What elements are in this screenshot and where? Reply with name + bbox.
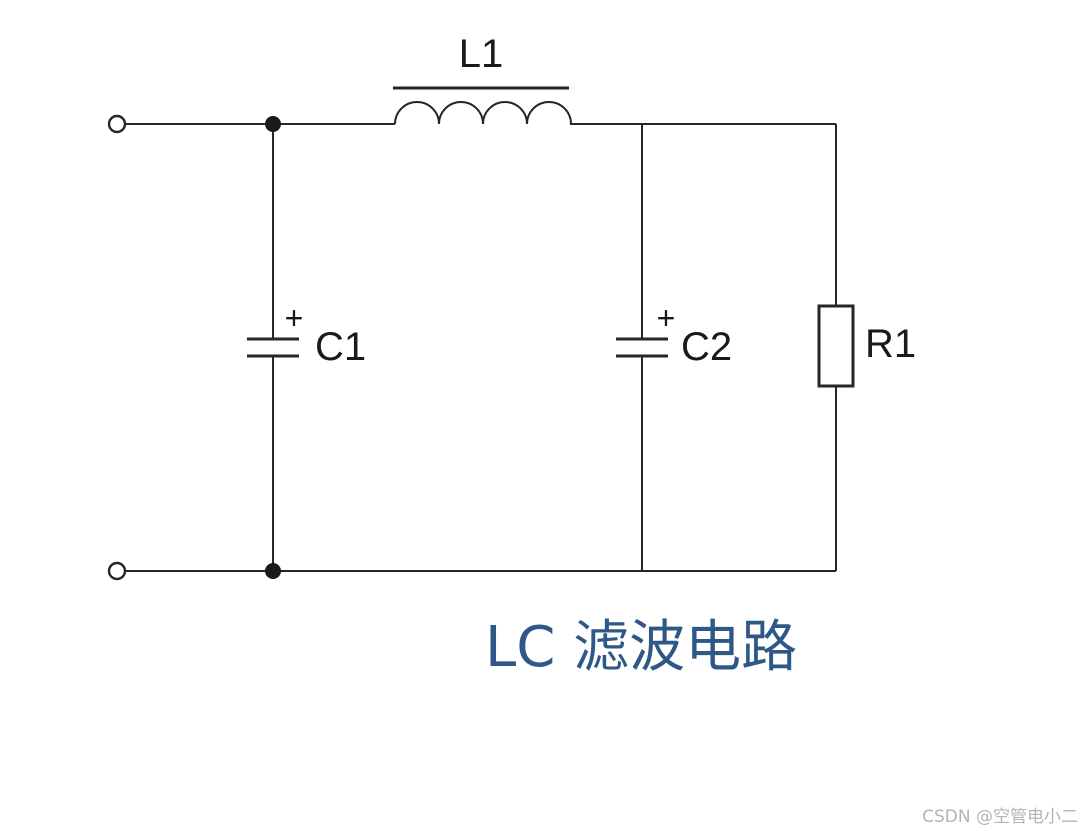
capacitor-c2: + C2 (616, 124, 732, 571)
input-terminal-bottom (107, 561, 127, 581)
input-terminal-top (107, 114, 127, 134)
c2-label: C2 (681, 325, 732, 369)
c1-polarity-mark: + (285, 300, 304, 336)
c2-polarity-mark: + (657, 300, 676, 336)
inductor-coil (394, 101, 572, 125)
c1-label: C1 (315, 325, 366, 369)
inductor-l1: L1 (393, 32, 572, 125)
diagram-caption: LC 滤波电路 (485, 615, 797, 680)
r1-label: R1 (865, 322, 916, 366)
junction-dot-bottom (265, 563, 281, 579)
watermark-text: CSDN @空管电小二 (922, 807, 1078, 827)
r1-body (817, 304, 855, 388)
junction-dot-top (265, 116, 281, 132)
resistor-r1: R1 (817, 124, 916, 571)
inductor-label: L1 (459, 32, 504, 76)
capacitor-c1: + C1 (247, 124, 366, 571)
